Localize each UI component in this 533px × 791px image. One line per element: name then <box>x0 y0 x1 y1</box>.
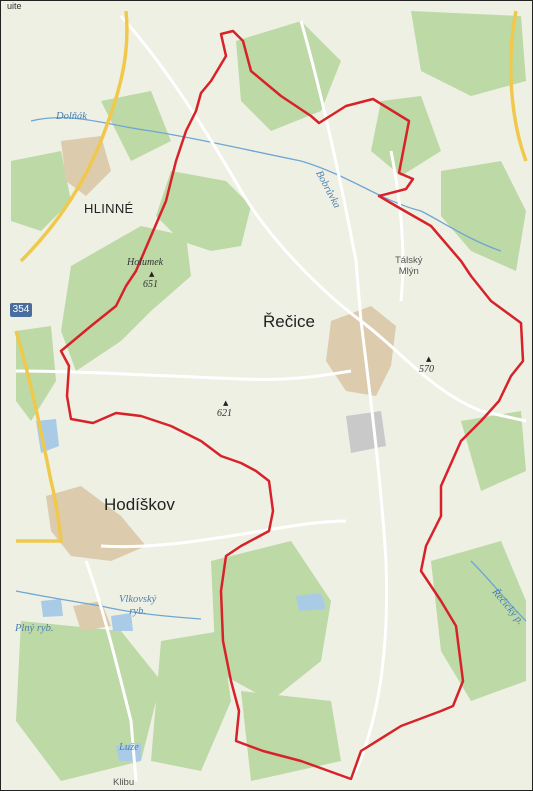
industrial-area <box>346 411 386 453</box>
peak-marker-621: ▲ <box>223 399 229 407</box>
map-label-hodiskov: Hodíškov <box>104 495 175 514</box>
map-label-talsky-mlyn: Tálský Mlýn <box>395 255 422 277</box>
peak-marker-570: ▲ <box>426 355 432 363</box>
peak-marker-651: ▲ <box>149 270 155 278</box>
map-label-hlinne: HLINNÉ <box>84 201 134 216</box>
map-label-peak-651: 651 <box>143 279 158 290</box>
map-label-vlkovsky-name: Vlkovský <box>119 594 157 605</box>
forest-areas <box>11 11 526 781</box>
map-label-mlyn: Mlýn <box>398 266 419 277</box>
map-label-vlkovsky: Vlkovský ryb. <box>119 594 156 618</box>
map-label-plny-ryb: Plný ryb. <box>15 623 54 634</box>
map-label-peak-570: 570 <box>419 364 434 375</box>
streams <box>15 116 527 622</box>
map-label-dolnak: Dolňák <box>56 111 87 122</box>
map-label-vlkovsky-ryb: ryb. <box>129 606 146 617</box>
map-label-klibu: Klibu <box>113 777 135 788</box>
map-label-recice: Řečice <box>263 312 315 331</box>
map-label-holumek: Holumek <box>127 257 164 268</box>
main-roads <box>14 10 528 543</box>
road-number-badge: 354 <box>10 303 32 317</box>
municipality-boundary <box>59 29 525 781</box>
map-label-top-left: uite <box>7 1 22 11</box>
map-label-peak-621: 621 <box>217 408 232 419</box>
map-label-luze: Luže <box>119 742 139 753</box>
map-label-talsky: Tálský <box>395 255 423 266</box>
minor-roads <box>15 15 527 782</box>
